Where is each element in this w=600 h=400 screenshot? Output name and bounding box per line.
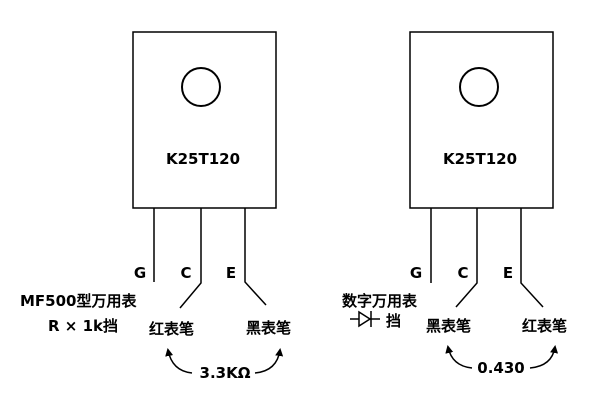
right-probe-red: 红表笔	[522, 317, 567, 335]
left-pin-e: E	[226, 264, 236, 282]
right-diagram: K25T120 G C E 数字万用表 挡 黑表笔 红表笔 0.430	[342, 31, 567, 377]
left-transistor-body	[132, 31, 277, 209]
left-arc-left	[165, 348, 193, 374]
right-transistor-body	[409, 31, 554, 209]
right-pin-e: E	[503, 264, 513, 282]
right-reading: 0.430	[477, 359, 524, 377]
right-mounting-hole	[459, 67, 499, 107]
right-collector-lead	[455, 208, 478, 308]
right-pin-g: G	[410, 264, 422, 282]
left-mounting-hole	[181, 67, 221, 107]
right-meter-range: 挡	[386, 312, 401, 330]
left-arc-right	[254, 348, 284, 374]
right-emitter-lead	[520, 208, 544, 308]
right-arc-left	[445, 345, 473, 369]
left-collector-lead	[179, 208, 202, 309]
diode-symbol-icon	[350, 310, 380, 328]
left-diagram: K25T120 G C E MF500型万用表 R × 1k挡 红表笔 黑表笔 …	[20, 31, 291, 382]
right-part-label: K25T120	[443, 150, 517, 168]
left-pin-g: G	[134, 264, 146, 282]
right-meter-type: 数字万用表	[342, 292, 418, 310]
right-arc-right	[529, 345, 559, 369]
left-emitter-lead	[244, 208, 267, 306]
left-reading: 3.3KΩ	[200, 364, 251, 382]
left-part-label: K25T120	[166, 150, 240, 168]
left-meter-range: R × 1k挡	[48, 317, 118, 335]
left-pin-c: C	[180, 264, 191, 282]
left-meter-model: MF500型万用表	[20, 292, 137, 310]
left-probe-black: 黑表笔	[246, 319, 291, 337]
right-pin-c: C	[457, 264, 468, 282]
left-probe-red: 红表笔	[149, 320, 194, 338]
right-probe-black: 黑表笔	[426, 317, 471, 335]
